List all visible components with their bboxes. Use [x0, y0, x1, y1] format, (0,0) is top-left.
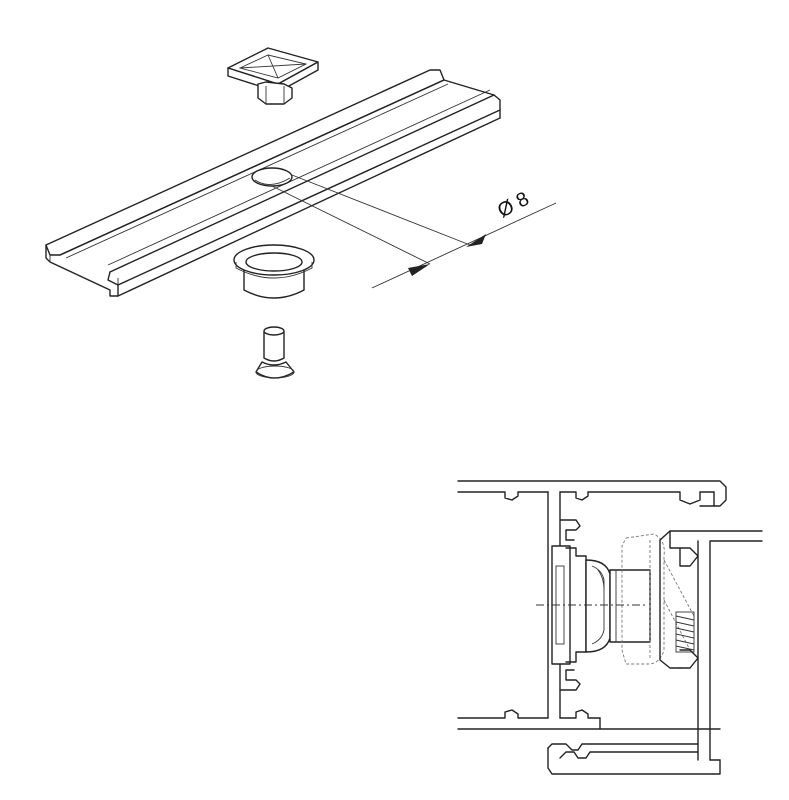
diameter-label: Ø 8: [494, 188, 533, 223]
sash-profile: [547, 530, 763, 775]
profile-section: [457, 480, 763, 775]
diameter-dimension: Ø 8: [271, 174, 557, 289]
fitting-body: [585, 559, 651, 653]
flanged-bushing: [233, 244, 315, 299]
square-nut: [227, 47, 319, 105]
countersunk-screw: [255, 326, 295, 379]
hidden-nut: [621, 533, 695, 665]
threaded-screw: [675, 611, 695, 653]
rail-assembly: Ø 8: [45, 47, 557, 379]
